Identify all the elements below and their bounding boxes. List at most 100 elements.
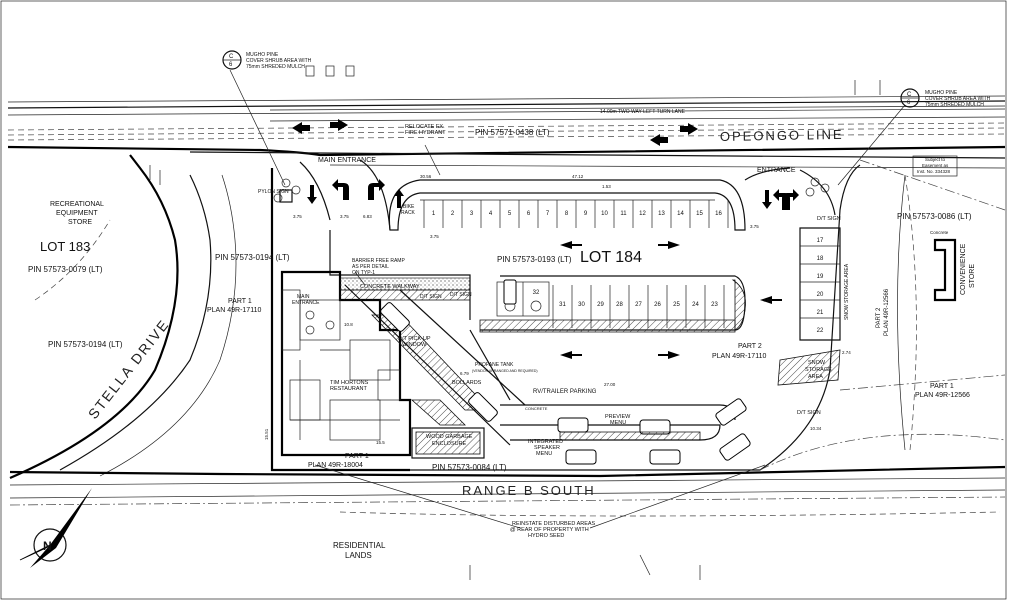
tim-hortons-label: TIM HORTONS RESTAURANT — [330, 380, 369, 392]
stall-number-6: 6 — [527, 211, 531, 217]
barrier-free-ramp-note: BARRIER FREE RAMP AS PER DETAIL ON TYP-1 — [352, 258, 405, 276]
svg-text:Subject to: Subject to — [925, 157, 946, 162]
part1-south-label: PART 1 PLAN 49R-18004 — [308, 453, 369, 469]
svg-text:PART 2: PART 2 — [876, 307, 882, 328]
middle-parking-stalls — [479, 279, 746, 333]
svg-text:Easement as: Easement as — [922, 163, 949, 168]
svg-text:BARRIER FREE RAMP: BARRIER FREE RAMP — [352, 258, 405, 264]
svg-text:15.51: 15.51 — [264, 428, 269, 440]
svg-text:N: N — [43, 539, 52, 553]
svg-text:COVER SHRUB AREA WITH: COVER SHRUB AREA WITH — [925, 96, 991, 102]
svg-text:LANDS: LANDS — [345, 551, 372, 560]
stall-number-24: 24 — [692, 302, 699, 308]
svg-text:EQUIPMENT: EQUIPMENT — [56, 210, 98, 217]
svg-text:PREVIEW: PREVIEW — [605, 414, 631, 420]
svg-text:RESTAURANT: RESTAURANT — [330, 386, 368, 392]
recreational-store-label: RECREATIONAL EQUIPMENT STORE — [50, 201, 104, 226]
dimension-labels: 3.75 3.75 6.83 3.75 3.75 30.56 47.12 27.… — [264, 174, 851, 445]
stall-number-21: 21 — [817, 310, 824, 316]
middle-stall-numbers: 3332313029282726252423 — [507, 290, 719, 308]
concrete-small-label: CONCRETE — [525, 406, 548, 411]
svg-text:BIKE: BIKE — [403, 204, 415, 210]
svg-text:MUGHO PINE: MUGHO PINE — [925, 90, 958, 96]
svg-text:INTEGRATED: INTEGRATED — [528, 439, 563, 445]
stall-number-31: 31 — [559, 302, 566, 308]
svg-text:3.75: 3.75 — [340, 214, 349, 219]
stall-number-8: 8 — [565, 211, 569, 217]
svg-text:PLAN 49R-12566: PLAN 49R-12566 — [915, 392, 970, 399]
svg-text:3.75: 3.75 — [293, 214, 302, 219]
garbage-enclosure-hatch — [415, 431, 481, 455]
svg-text:6: 6 — [907, 100, 911, 106]
svg-text:AS PER DETAIL: AS PER DETAIL — [352, 264, 389, 270]
bollards-label: BOLLARDS — [452, 380, 482, 386]
convenience-store-outline — [933, 238, 957, 302]
mugho-right-note: MUGHO PINE COVER SHRUB AREA WITH 75mm SH… — [925, 90, 991, 108]
stall-number-16: 16 — [715, 211, 722, 217]
concrete-right-label: Concrete — [930, 230, 949, 235]
bollard-island — [410, 399, 466, 426]
range-b-south-road — [9, 465, 1006, 517]
reinstate-note: REINSTATE DISTURBED AREAS @ REAR OF PROP… — [510, 521, 596, 539]
svg-text:C: C — [229, 54, 234, 60]
entrance-right-label: ENTRANCE — [757, 167, 796, 174]
drive-thru-cars — [380, 279, 751, 465]
stall-number-15: 15 — [696, 211, 703, 217]
svg-text:(VENDOR ARRANGED AND REQUIRED): (VENDOR ARRANGED AND REQUIRED) — [472, 369, 538, 373]
svg-text:75mm SHREDED MULCH: 75mm SHREDED MULCH — [246, 64, 305, 70]
opeongo-line-road — [7, 65, 1006, 169]
svg-text:AREA: AREA — [808, 374, 823, 380]
queue-island — [559, 431, 701, 441]
dt-sign-small-label: D/T SIGN — [420, 294, 442, 300]
part1-east-label: PART 1 PLAN 49R-12566 — [915, 383, 970, 399]
stall-number-28: 28 — [616, 302, 623, 308]
svg-text:MENU: MENU — [536, 451, 552, 457]
svg-text:STORE: STORE — [969, 264, 976, 288]
pin-0084-label: PIN 57573-0084 (LT) — [432, 463, 507, 472]
residential-lands-label: RESIDENTIAL LANDS — [333, 541, 386, 560]
snow-storage-right-label: SNOW STORAGE AREA — [805, 360, 832, 380]
range-b-south-label: RANGE B SOUTH — [462, 483, 596, 498]
svg-text:WOOD GARBAGE: WOOD GARBAGE — [426, 434, 473, 440]
stella-drive-label: STELLA DRIVE — [85, 316, 173, 422]
detail-ref-right: C 6 — [900, 88, 920, 108]
svg-text:FIRE HYDRANT: FIRE HYDRANT — [405, 130, 446, 136]
svg-text:15.5: 15.5 — [376, 440, 385, 445]
dt-sign-small-label-2: D/T SIGN — [450, 292, 472, 298]
stall-number-3: 3 — [470, 211, 474, 217]
pylon-sign-label: PYLON SIGN — [258, 189, 289, 195]
svg-text:TIM HORTONS: TIM HORTONS — [330, 380, 369, 386]
stall-number-13: 13 — [658, 211, 665, 217]
svg-text:10.8: 10.8 — [344, 322, 353, 327]
svg-text:RACK: RACK — [401, 210, 416, 216]
subject-easement-note: Subject to Easement as Inst. No. 334328 — [912, 155, 958, 177]
stella-drive-road — [9, 154, 237, 480]
svg-text:HYDRO SEED: HYDRO SEED — [528, 533, 564, 539]
stall-number-5: 5 — [508, 211, 512, 217]
stall-number-4: 4 — [489, 211, 493, 217]
svg-text:MENU: MENU — [610, 420, 626, 426]
landscape-shrubs-right — [805, 177, 830, 197]
speaker-menu-label: INTEGRATED SPEAKER MENU — [528, 439, 563, 457]
turn-arrows — [332, 179, 799, 210]
svg-text:ON TYP-1: ON TYP-1 — [352, 270, 375, 276]
svg-text:STORE: STORE — [68, 219, 92, 226]
pylon-sign — [273, 178, 301, 203]
stall-number-17: 17 — [817, 238, 824, 244]
svg-text:MUGHO PINE: MUGHO PINE — [246, 52, 279, 58]
pin-0194-top-label: PIN 57573-0194 (LT) — [215, 253, 290, 262]
snow-storage-vertical-label: SNOW STORAGE AREA — [844, 263, 850, 320]
svg-text:Inst. No. 334328: Inst. No. 334328 — [917, 169, 951, 174]
svg-text:PLAN 49R-12566: PLAN 49R-12566 — [884, 288, 890, 336]
svg-text:PROPANE TANK: PROPANE TANK — [475, 362, 514, 368]
svg-text:RESIDENTIAL: RESIDENTIAL — [333, 541, 386, 550]
svg-text:CONVENIENCE: CONVENIENCE — [960, 243, 967, 295]
stall-number-2: 2 — [451, 211, 455, 217]
stall-number-25: 25 — [673, 302, 680, 308]
svg-text:SNOW: SNOW — [808, 360, 826, 366]
stall-number-7: 7 — [546, 211, 550, 217]
svg-text:REINSTATE DISTURBED AREAS: REINSTATE DISTURBED AREAS — [512, 521, 596, 527]
preview-menu-label: PREVIEW MENU — [605, 414, 631, 426]
north-arrow: N — [19, 488, 92, 568]
svg-text:2.74: 2.74 — [842, 350, 851, 355]
